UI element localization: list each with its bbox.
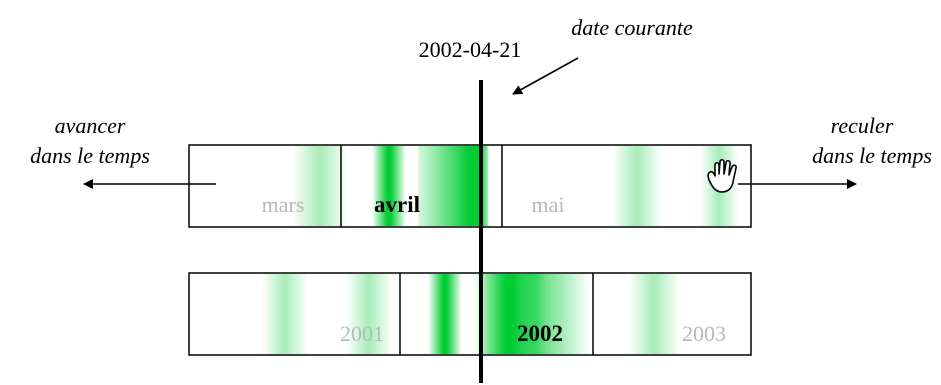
year-band[interactable]: 2001 2002 2003: [188, 272, 752, 356]
year-label-current: 2002: [517, 321, 563, 346]
forward-label-line2: dans le temps: [30, 143, 150, 168]
year-label-prev: 2001: [340, 321, 384, 346]
year-label-next: 2003: [682, 321, 726, 346]
current-date-value: 2002-04-21: [419, 37, 522, 62]
current-date-label: date courante: [571, 15, 693, 40]
current-date-pointer-arrow: [512, 57, 579, 95]
backward-label-line1: reculer: [831, 113, 894, 138]
month-band[interactable]: mars avril mai: [188, 144, 752, 228]
month-label-next: mai: [532, 192, 565, 217]
forward-label-line1: avancer: [55, 113, 126, 138]
month-label-prev: mars: [262, 192, 305, 217]
backward-label-line2: dans le temps: [812, 143, 932, 168]
hand-icon[interactable]: [707, 158, 737, 193]
month-label-current: avril: [374, 192, 420, 217]
